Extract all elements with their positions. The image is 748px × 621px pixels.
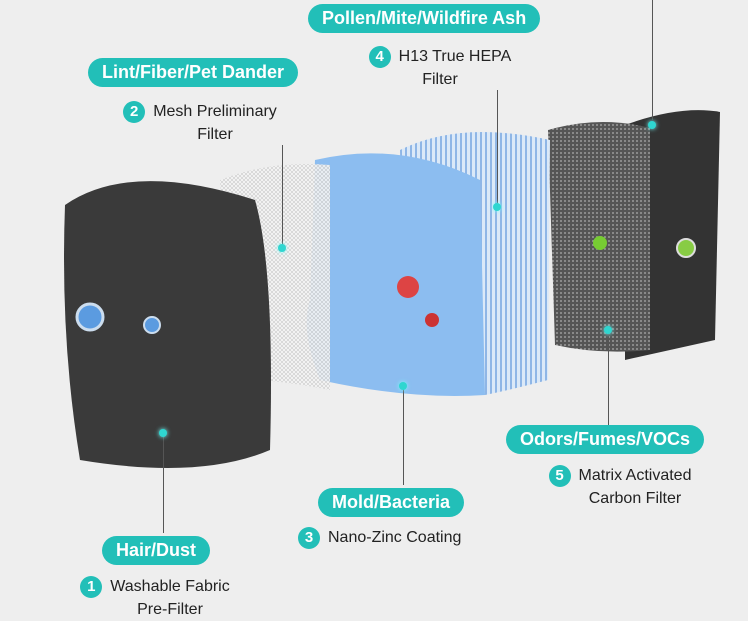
leader-line xyxy=(652,0,653,120)
leader-line xyxy=(403,385,404,485)
particle-icon xyxy=(75,302,105,332)
nano-zinc-layer xyxy=(306,153,485,396)
number-badge: 4 xyxy=(368,45,391,68)
category-pill-2: Lint/Fiber/Pet Dander xyxy=(88,58,299,87)
leader-line xyxy=(497,90,498,205)
category-pill-3: Mold/Bacteria xyxy=(318,488,465,517)
marker-dot xyxy=(604,326,612,334)
washable-fabric-filter xyxy=(64,181,271,469)
leader-line xyxy=(608,330,609,425)
bacteria-icon xyxy=(397,276,419,298)
category-pill-1: Hair/Dust xyxy=(102,536,211,565)
odor-molecule-icon xyxy=(676,238,696,258)
number-badge: 1 xyxy=(80,575,103,598)
marker-dot xyxy=(159,429,167,437)
bacteria-icon xyxy=(425,313,439,327)
leader-line xyxy=(163,433,164,533)
category-pill-4: Pollen/Mite/Wildfire Ash xyxy=(308,4,541,33)
odor-molecule-icon xyxy=(593,236,607,250)
number-badge: 3 xyxy=(298,526,320,549)
leader-line xyxy=(282,145,283,245)
particle-icon xyxy=(143,316,161,334)
number-badge: 5 xyxy=(548,464,571,487)
number-badge: 2 xyxy=(123,100,146,123)
category-pill-5: Odors/Fumes/VOCs xyxy=(506,425,705,454)
marker-dot xyxy=(399,382,407,390)
marker-dot xyxy=(278,244,286,252)
marker-dot xyxy=(648,121,656,129)
marker-dot xyxy=(493,203,501,211)
